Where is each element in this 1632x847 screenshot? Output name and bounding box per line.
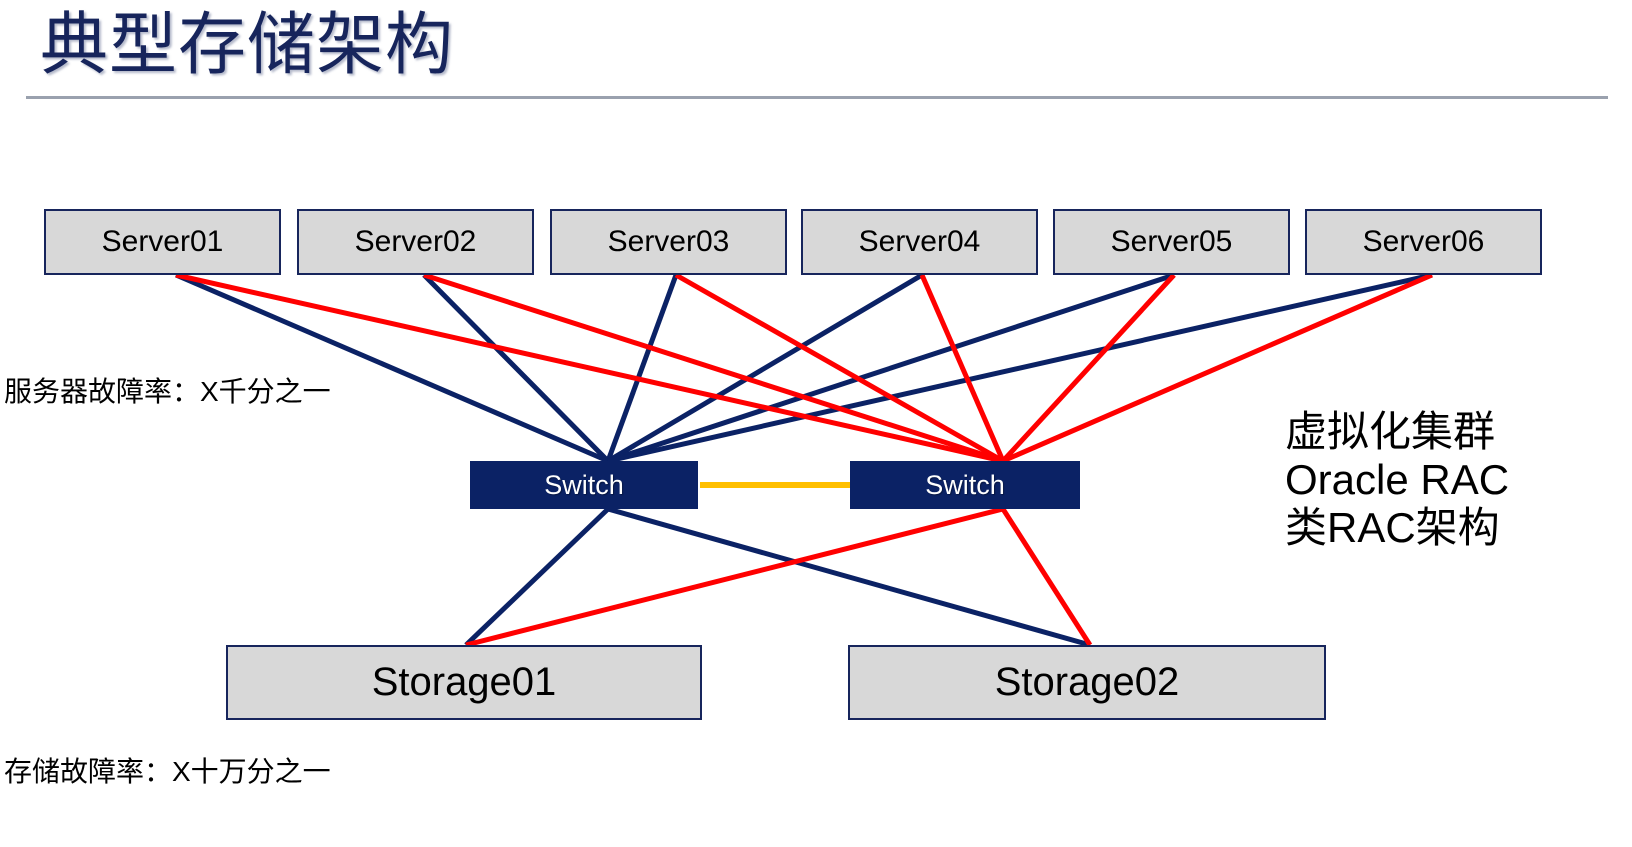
switch-node-label: Switch xyxy=(544,469,624,500)
link-server-switch-b-5 xyxy=(1001,273,1176,463)
page-title: 典型存储架构 xyxy=(40,7,455,83)
link-server-switch-b-4 xyxy=(919,274,1006,462)
link-server-switch-a-2 xyxy=(422,273,610,463)
server-node-label: Server01 xyxy=(101,225,224,258)
link-switch-storage-3 xyxy=(465,506,1004,648)
server-node-label: Server06 xyxy=(1362,225,1485,258)
cluster-note: 虚拟化集群 Oracle RAC 类RAC架构 xyxy=(1285,408,1509,552)
link-server-switch-b-3 xyxy=(674,272,1005,464)
link-server-switch-a-4 xyxy=(606,272,924,464)
server-node-label: Server04 xyxy=(858,225,981,258)
link-server-switch-a-1 xyxy=(175,272,609,464)
server-node-2[interactable]: Server02 xyxy=(297,209,534,275)
storage-node-label: Storage02 xyxy=(994,660,1180,704)
link-server-switch-b-1 xyxy=(175,272,1004,464)
server-node-label: Server03 xyxy=(607,225,730,258)
switch-node-1[interactable]: Switch xyxy=(470,461,698,509)
storage-node-label: Storage01 xyxy=(371,660,557,704)
link-server-switch-a-5 xyxy=(607,272,1175,464)
switch-node-2[interactable]: Switch xyxy=(850,461,1080,509)
link-server-switch-b-6 xyxy=(1002,272,1433,464)
server-node-1[interactable]: Server01 xyxy=(44,209,281,275)
server-failure-rate-label: 服务器故障率：X千分之一 xyxy=(4,376,331,407)
title-divider xyxy=(26,96,1608,99)
storage-failure-rate-label: 存储故障率：X十万分之一 xyxy=(4,756,331,787)
server-node-5[interactable]: Server05 xyxy=(1053,209,1290,275)
link-server-switch-a-6 xyxy=(607,272,1433,464)
link-server-switch-b-2 xyxy=(423,272,1004,464)
link-switch-storage-1 xyxy=(464,507,610,647)
server-to-switch-b-links xyxy=(175,272,1433,464)
cluster-note-line-3: 类RAC架构 xyxy=(1285,504,1500,551)
server-to-switch-a-links xyxy=(175,272,1433,464)
server-node-6[interactable]: Server06 xyxy=(1305,209,1542,275)
storage-node-1[interactable]: Storage01 xyxy=(226,645,702,720)
storage-node-2[interactable]: Storage02 xyxy=(848,645,1326,720)
switch-node-label: Switch xyxy=(925,469,1005,500)
server-node-label: Server02 xyxy=(354,225,477,258)
switch-to-storage-links xyxy=(464,506,1093,648)
cluster-note-line-1: 虚拟化集群 xyxy=(1285,408,1496,455)
cluster-note-line-2: Oracle RAC xyxy=(1285,456,1510,503)
server-node-4[interactable]: Server04 xyxy=(801,209,1038,275)
link-switch-storage-2 xyxy=(607,506,1091,648)
link-switch-storage-4 xyxy=(1000,507,1093,647)
server-node-3[interactable]: Server03 xyxy=(550,209,787,275)
link-server-switch-a-3 xyxy=(605,274,679,462)
server-node-label: Server05 xyxy=(1110,225,1233,258)
